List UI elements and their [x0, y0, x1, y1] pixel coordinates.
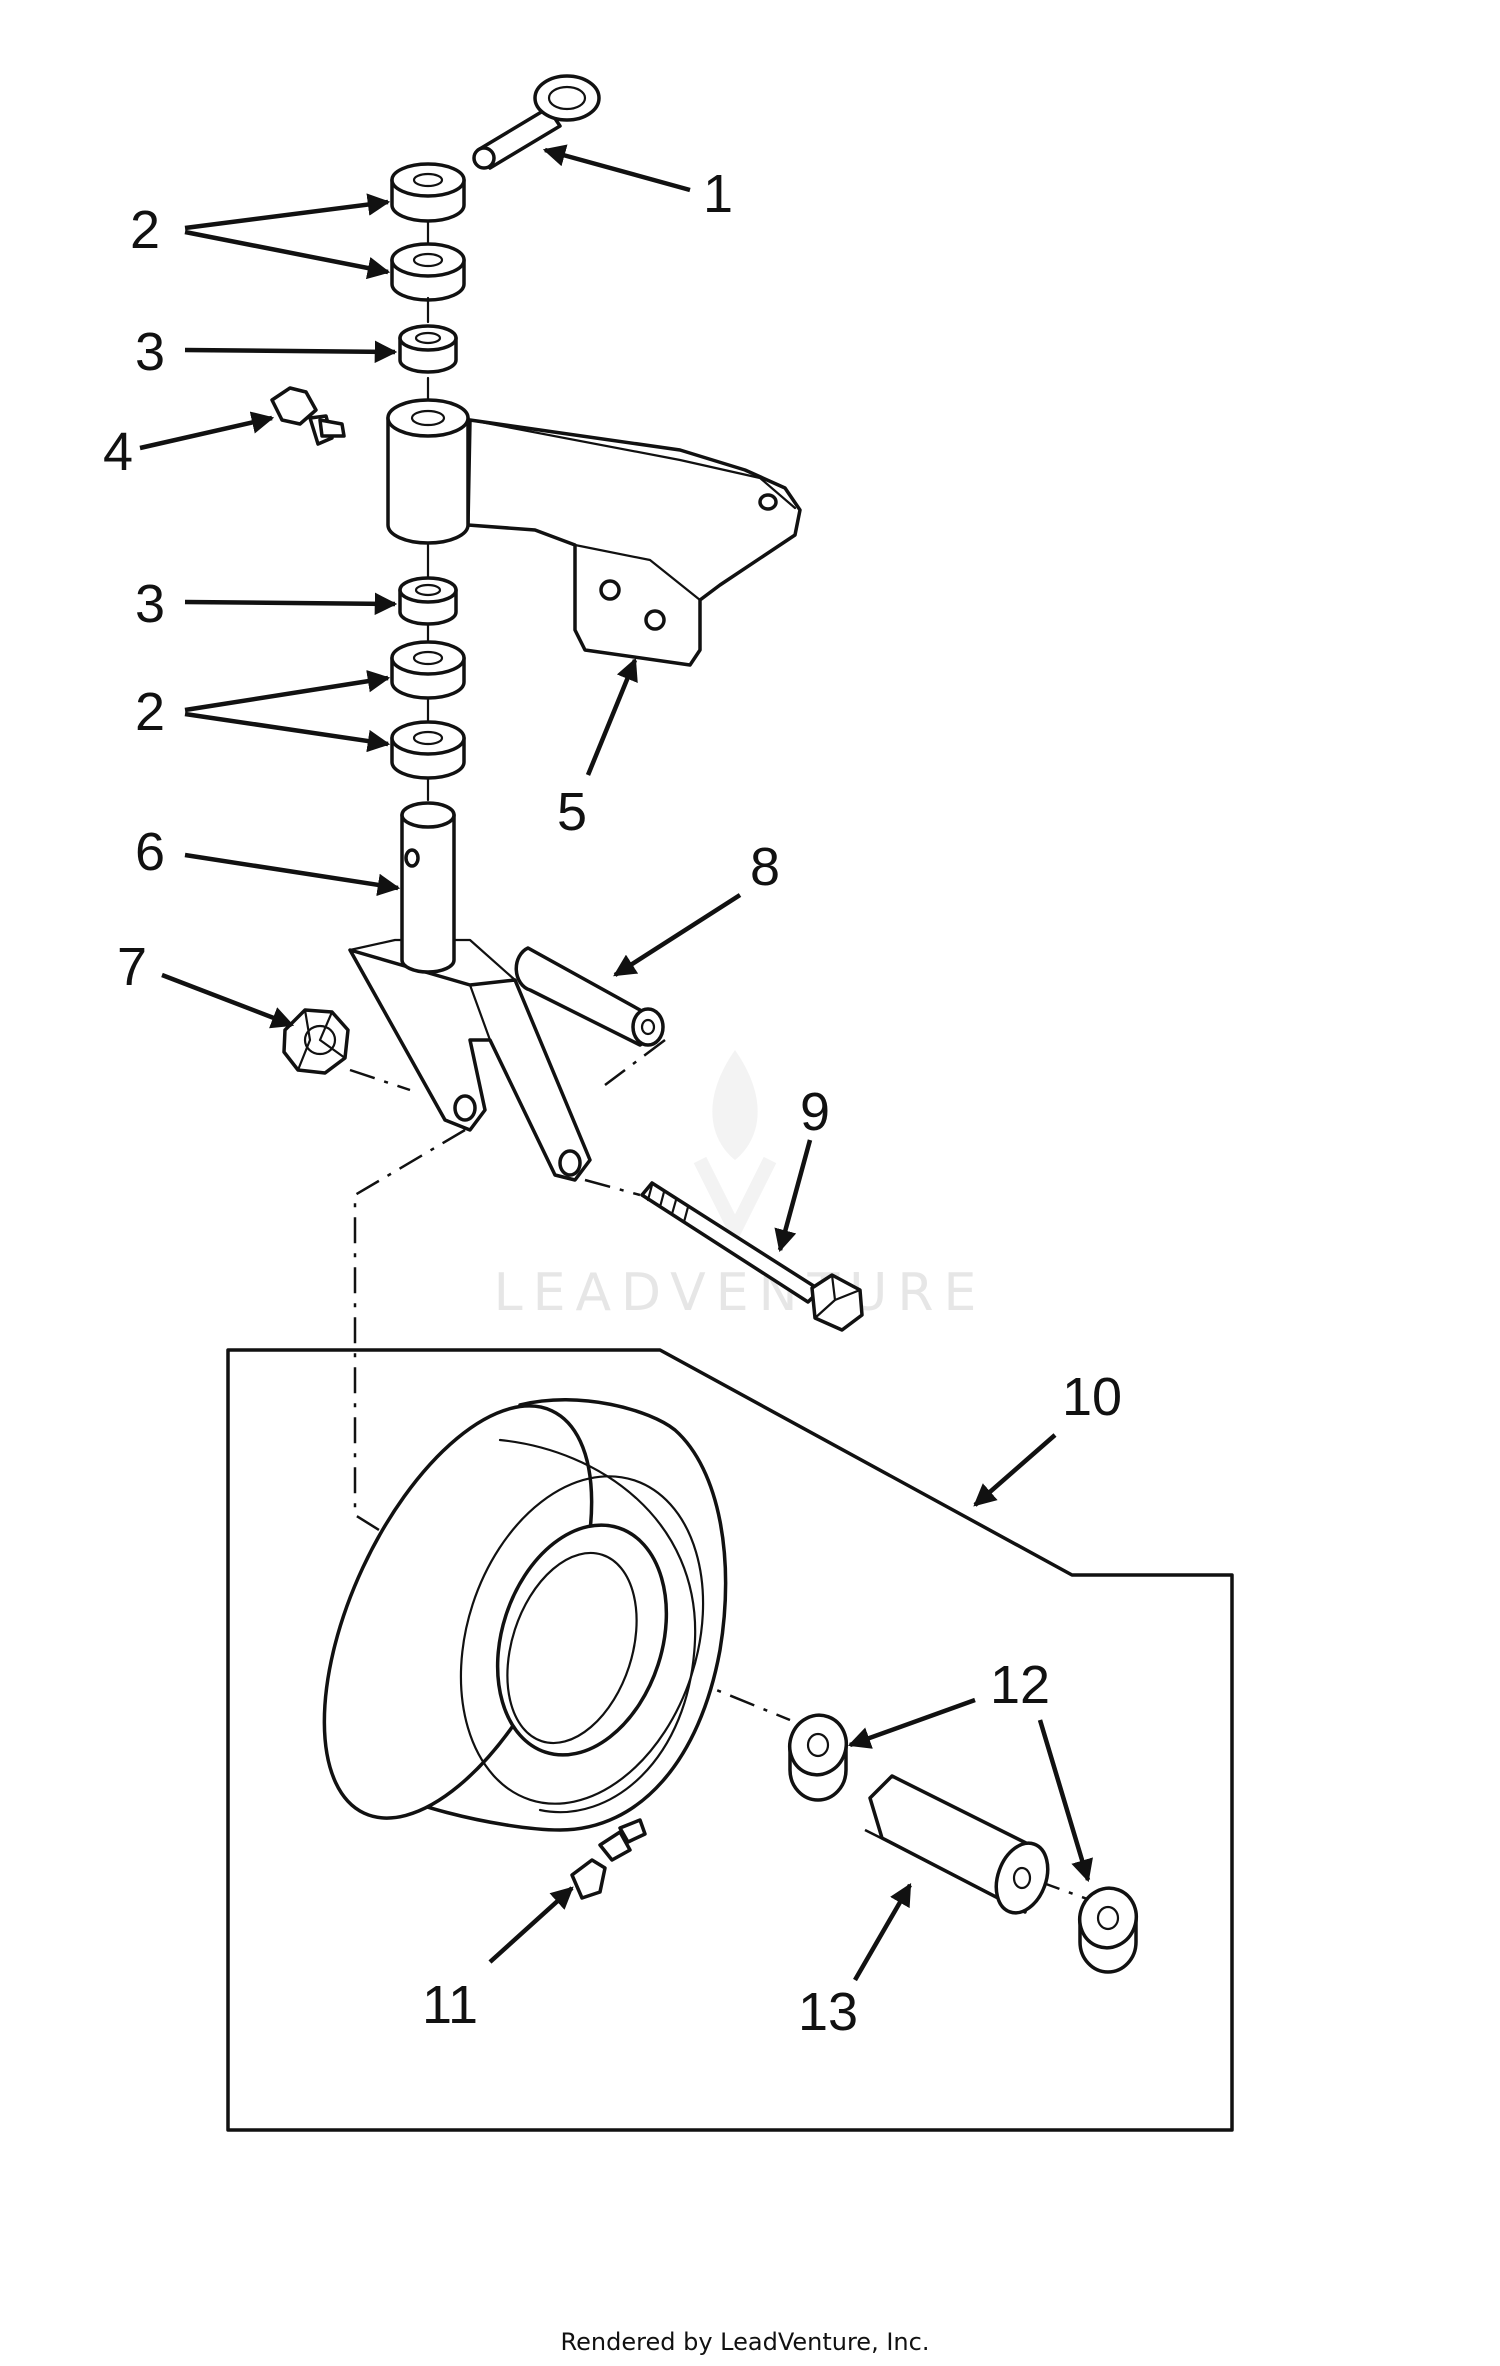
callout-3-upper: 3: [135, 322, 165, 382]
part-2-washer-lower-a: [390, 640, 466, 700]
footer-credit: Rendered by LeadVenture, Inc.: [561, 2328, 930, 2356]
part-2-washer-upper-a: [390, 162, 466, 223]
part-5-caster-bracket: [386, 398, 802, 667]
callout-2-lower: 2: [135, 682, 165, 742]
callout-12: 12: [990, 1655, 1050, 1715]
callout-1: 1: [703, 164, 733, 224]
part-4-grease-fitting: [270, 386, 346, 446]
part-11-grease-fitting: [570, 1818, 647, 1900]
flame-logo-icon: [693, 1050, 777, 1246]
part-8-spacer-tube: [514, 946, 665, 1047]
callout-4: 4: [103, 422, 133, 482]
part-3-bushing-upper: [398, 324, 458, 374]
part-13-bearing-sleeve: [868, 1774, 1050, 1915]
part-9-bolt: [640, 1181, 864, 1332]
part-2-washer-upper-b: [390, 242, 466, 302]
kit-outline-box: [226, 1348, 1234, 2132]
part-6-caster-fork: [348, 801, 592, 1182]
part-12-spacer-washer-b: [1078, 1886, 1138, 1974]
part-1-lynch-pin: [472, 74, 601, 170]
callout-arrows: [139, 144, 1093, 1982]
part-2-washer-lower-b: [390, 720, 466, 780]
watermark: LEADVENTURE: [494, 1050, 987, 1323]
part-7-lock-nut: [282, 1008, 350, 1075]
part-10-tire-wheel: [322, 1398, 728, 1832]
callout-13: 13: [798, 1982, 858, 2042]
callout-2-upper: 2: [130, 200, 160, 260]
callout-7: 7: [117, 937, 147, 997]
callout-6: 6: [135, 822, 165, 882]
callout-3-lower: 3: [135, 574, 165, 634]
callout-5: 5: [557, 782, 587, 842]
watermark-text: LEADVENTURE: [494, 1263, 987, 1323]
part-12-spacer-washer-a: [788, 1713, 848, 1802]
callout-10: 10: [1062, 1367, 1122, 1427]
callout-11: 11: [422, 1975, 478, 2035]
part-3-bushing-lower: [398, 576, 458, 626]
callout-9: 9: [800, 1082, 830, 1142]
callout-labels: 1 2 3 4 5 6 7 8 9 10 11 12 13 3 2: [103, 164, 1122, 2042]
callout-8: 8: [750, 837, 780, 897]
